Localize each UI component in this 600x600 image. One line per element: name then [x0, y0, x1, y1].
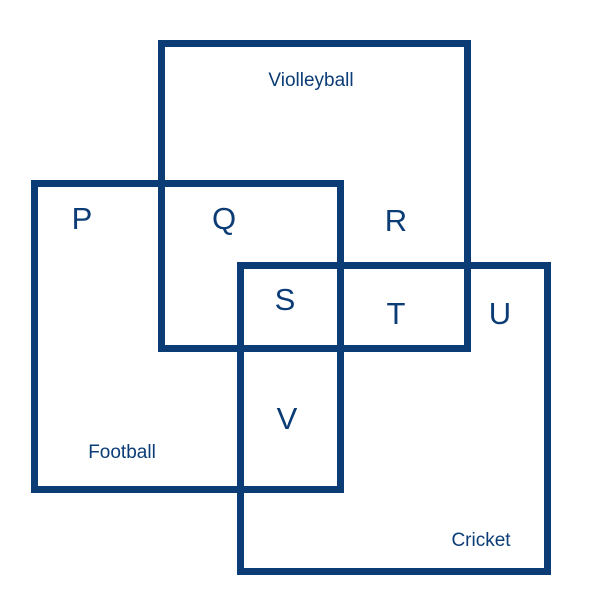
region-t: T: [386, 296, 406, 331]
football-set-square: [31, 180, 344, 493]
region-q: Q: [211, 201, 237, 236]
region-u: U: [488, 296, 512, 331]
volleyball-label: Violleyball: [268, 70, 354, 91]
region-s: S: [274, 282, 296, 317]
cricket-label: Cricket: [451, 530, 511, 551]
region-p: P: [71, 201, 93, 236]
football-label: Football: [88, 442, 156, 463]
region-r: R: [384, 203, 408, 238]
cricket-set-square: [237, 262, 551, 575]
region-v: V: [276, 401, 298, 436]
volleyball-set-square: [158, 40, 471, 352]
